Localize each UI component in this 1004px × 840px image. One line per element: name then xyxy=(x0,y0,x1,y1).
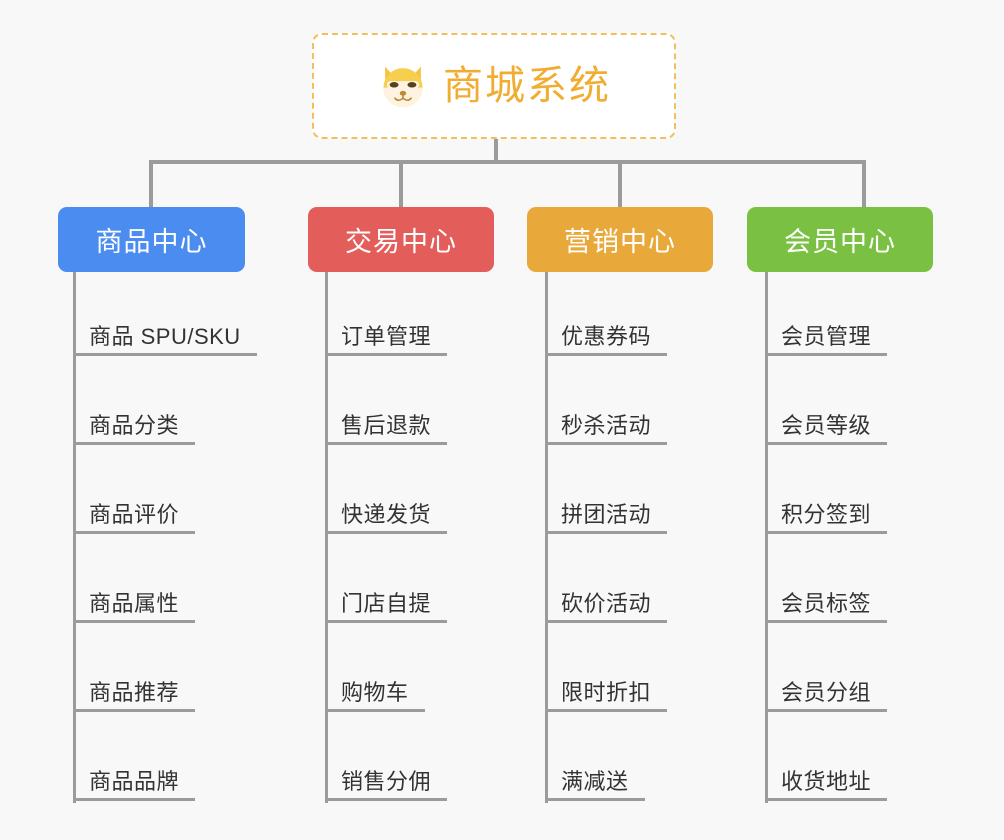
connector-drop-4 xyxy=(862,160,866,207)
leaf-item[interactable]: 砍价活动 xyxy=(545,579,668,623)
leaf-label: 商品品牌 xyxy=(89,768,180,794)
leaf-item[interactable]: 快递发货 xyxy=(325,490,448,534)
leaf-label: 拼团活动 xyxy=(561,501,652,527)
connector-drop-2 xyxy=(399,160,403,207)
dog-face-icon xyxy=(383,66,423,108)
connector-root-stem xyxy=(494,139,498,164)
leaf-item[interactable]: 会员标签 xyxy=(765,579,888,623)
root-title: 商城系统 xyxy=(443,64,611,108)
leaf-label: 会员等级 xyxy=(781,412,872,438)
leaf-label: 会员分组 xyxy=(781,679,872,705)
leaf-label: 销售分佣 xyxy=(341,768,432,794)
leaf-label: 收货地址 xyxy=(781,768,872,794)
branch-header-label: 交易中心 xyxy=(345,227,457,257)
leaf-item[interactable]: 满减送 xyxy=(545,757,645,801)
leaf-label: 快递发货 xyxy=(341,501,432,527)
branch-trunk-1 xyxy=(73,272,76,803)
connector-drop-3 xyxy=(618,160,622,207)
leaf-label: 限时折扣 xyxy=(561,679,652,705)
leaf-item[interactable]: 商品属性 xyxy=(73,579,196,623)
leaf-item[interactable]: 商品 SPU/SKU xyxy=(73,312,257,356)
branch-header-label: 商品中心 xyxy=(95,227,208,257)
branch-trunk-3 xyxy=(545,272,548,803)
leaf-item[interactable]: 订单管理 xyxy=(325,312,448,356)
leaf-label: 商品分类 xyxy=(89,412,180,438)
leaf-label: 商品评价 xyxy=(89,501,180,527)
leaf-item[interactable]: 商品推荐 xyxy=(73,668,196,712)
leaf-item[interactable]: 收货地址 xyxy=(765,757,888,801)
branch-header-label: 会员中心 xyxy=(784,227,896,257)
leaf-item[interactable]: 商品品牌 xyxy=(73,757,196,801)
branch-header-trade-center[interactable]: 交易中心 xyxy=(308,207,494,272)
root-node[interactable]: 商城系统 xyxy=(312,33,676,139)
branch-trunk-2 xyxy=(325,272,328,803)
leaf-item[interactable]: 秒杀活动 xyxy=(545,401,668,445)
connector-drop-1 xyxy=(149,160,153,207)
branch-header-label: 营销中心 xyxy=(564,227,676,257)
leaf-item[interactable]: 会员管理 xyxy=(765,312,888,356)
leaf-item[interactable]: 商品评价 xyxy=(73,490,196,534)
leaf-item[interactable]: 积分签到 xyxy=(765,490,888,534)
leaf-label: 会员管理 xyxy=(781,323,872,349)
leaf-label: 商品推荐 xyxy=(89,679,180,705)
leaf-label: 优惠券码 xyxy=(561,323,652,349)
leaf-item[interactable]: 优惠券码 xyxy=(545,312,668,356)
leaf-label: 砍价活动 xyxy=(561,590,652,616)
branch-header-member-center[interactable]: 会员中心 xyxy=(747,207,933,272)
leaf-label: 秒杀活动 xyxy=(561,412,652,438)
leaf-label: 满减送 xyxy=(561,768,629,794)
leaf-item[interactable]: 限时折扣 xyxy=(545,668,668,712)
leaf-item[interactable]: 门店自提 xyxy=(325,579,448,623)
connector-horizontal-bus xyxy=(151,160,866,164)
leaf-item[interactable]: 商品分类 xyxy=(73,401,196,445)
leaf-label: 积分签到 xyxy=(781,501,872,527)
branch-header-product-center[interactable]: 商品中心 xyxy=(58,207,245,272)
leaf-item[interactable]: 会员分组 xyxy=(765,668,888,712)
leaf-item[interactable]: 购物车 xyxy=(325,668,425,712)
leaf-label: 订单管理 xyxy=(341,323,432,349)
leaf-item[interactable]: 售后退款 xyxy=(325,401,448,445)
leaf-label: 商品 SPU/SKU xyxy=(89,323,241,349)
leaf-label: 门店自提 xyxy=(341,590,432,616)
leaf-label: 售后退款 xyxy=(341,412,432,438)
leaf-label: 会员标签 xyxy=(781,590,872,616)
branch-trunk-4 xyxy=(765,272,768,803)
leaf-item[interactable]: 会员等级 xyxy=(765,401,888,445)
leaf-label: 商品属性 xyxy=(89,590,180,616)
leaf-label: 购物车 xyxy=(341,679,409,705)
leaf-item[interactable]: 销售分佣 xyxy=(325,757,448,801)
leaf-item[interactable]: 拼团活动 xyxy=(545,490,668,534)
branch-header-marketing-center[interactable]: 营销中心 xyxy=(527,207,713,272)
